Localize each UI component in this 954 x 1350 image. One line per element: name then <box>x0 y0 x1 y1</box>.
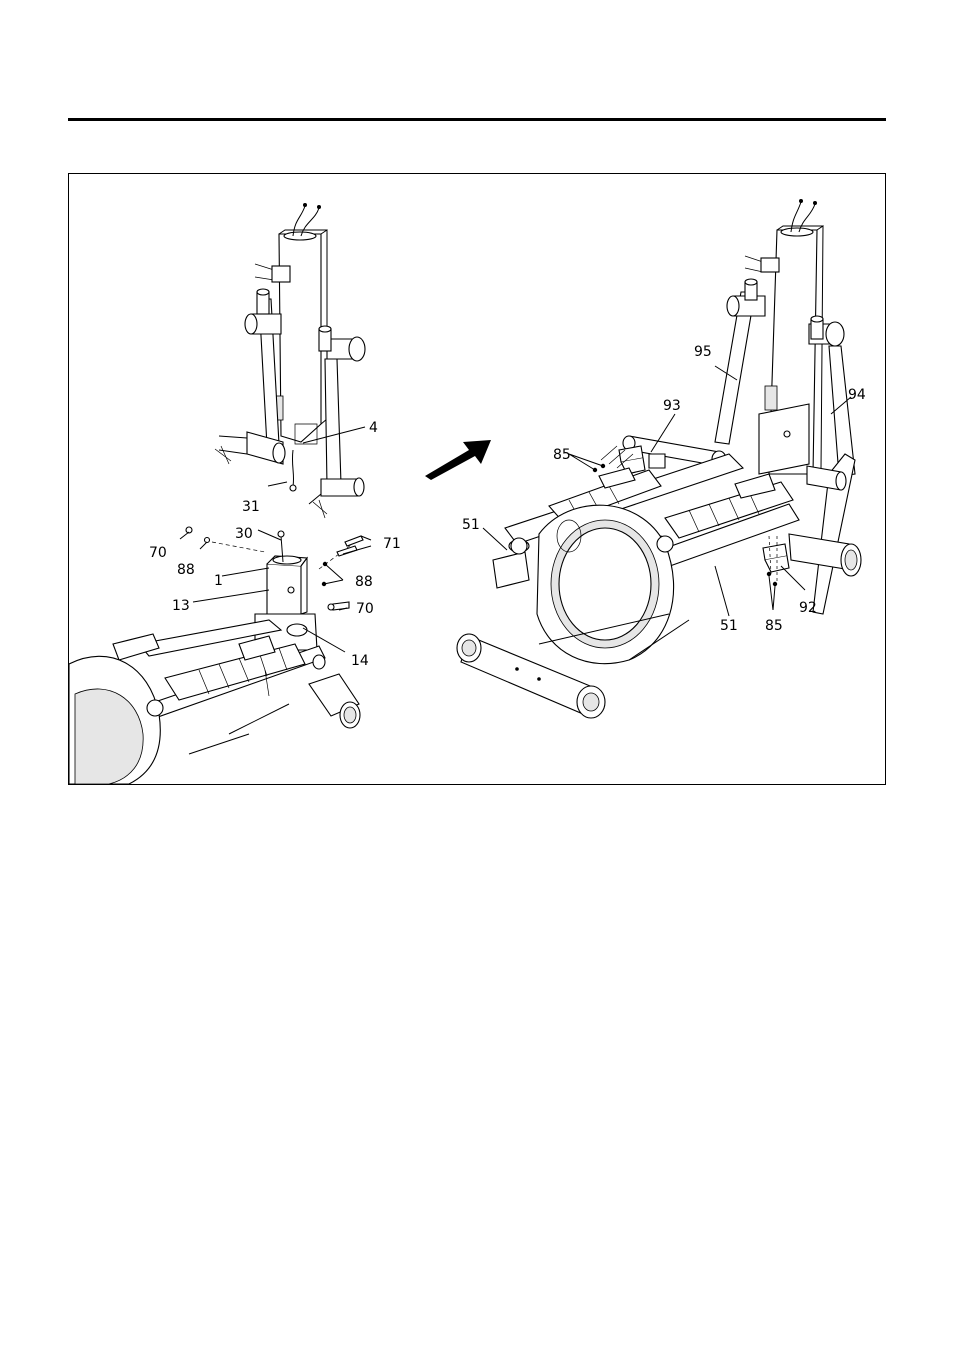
label-part-92: 92 <box>799 600 817 616</box>
right-assembly <box>457 199 861 718</box>
upright-column-left <box>215 203 365 518</box>
label-part-70a: 70 <box>149 545 167 561</box>
label-part-85b: 85 <box>765 618 783 634</box>
label-part-71: 71 <box>383 536 401 552</box>
label-part-13: 13 <box>172 598 190 614</box>
base-frame-left <box>69 531 360 784</box>
arrow-right-icon <box>425 440 491 480</box>
label-part-88a: 88 <box>177 562 195 578</box>
label-part-88b: 88 <box>355 574 373 590</box>
label-part-94: 94 <box>848 387 866 403</box>
label-part-70b: 70 <box>356 601 374 617</box>
left-assembly <box>69 203 371 784</box>
assembly-figure: 4 31 30 70 88 71 1 88 13 70 14 95 93 94 … <box>68 173 886 785</box>
label-part-31: 31 <box>242 499 260 515</box>
header-rule <box>68 118 886 121</box>
assembly-drawing: 4 31 30 70 88 71 1 88 13 70 14 95 93 94 … <box>69 174 885 784</box>
label-part-95: 95 <box>694 344 712 360</box>
label-part-93: 93 <box>663 398 681 414</box>
label-part-1: 1 <box>214 573 223 589</box>
label-part-51b: 51 <box>720 618 738 634</box>
label-part-30: 30 <box>235 526 253 542</box>
label-part-51a: 51 <box>462 517 480 533</box>
label-part-4: 4 <box>369 420 378 436</box>
label-part-85a: 85 <box>553 447 571 463</box>
label-part-14: 14 <box>351 653 369 669</box>
